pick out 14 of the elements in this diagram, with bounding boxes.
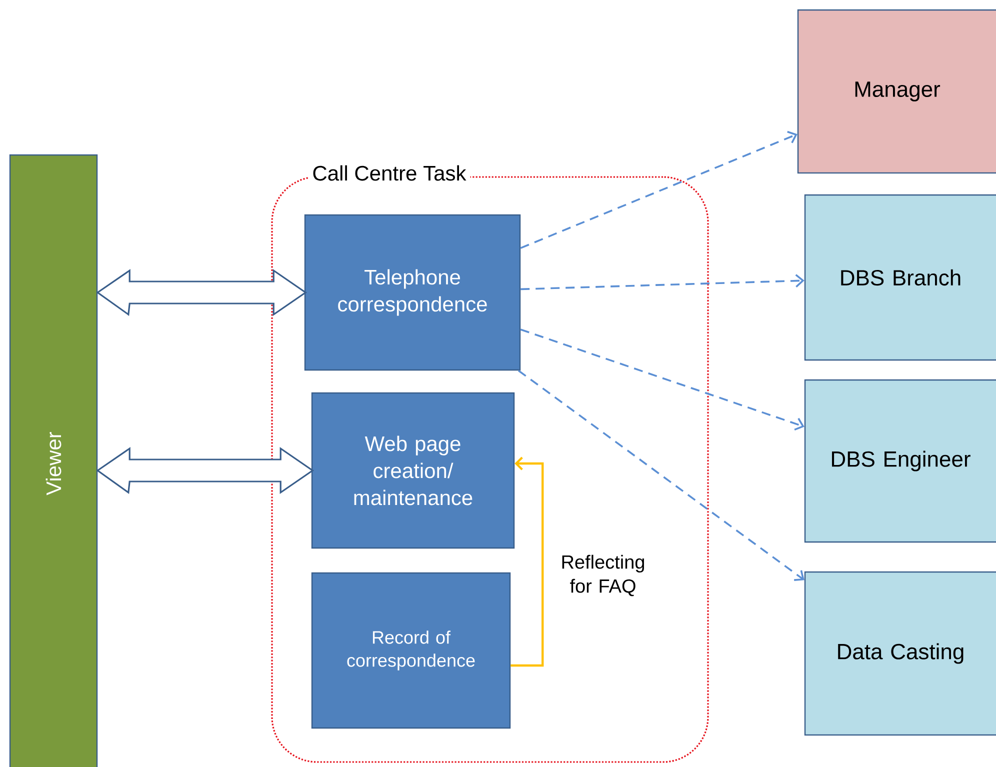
elbow-arrow	[510, 456, 544, 667]
dashed-arrow	[518, 370, 804, 581]
dashed-arrow	[520, 328, 804, 431]
process-box: Web page creation/ maintenance	[311, 392, 515, 549]
edge-label: Reflecting for FAQ	[562, 554, 644, 596]
role-box: Manager	[797, 9, 996, 174]
process-box: Record of correspondence	[311, 572, 511, 729]
role-box: DBS Branch	[804, 194, 996, 361]
dashed-arrow	[520, 274, 804, 290]
role-box: DBS Engineer	[804, 379, 996, 543]
process-box: Telephone correspondence	[304, 214, 521, 371]
viewer-bar: Viewer	[9, 154, 98, 767]
role-box: Data Casting	[804, 571, 996, 736]
dashed-arrow	[520, 130, 798, 249]
